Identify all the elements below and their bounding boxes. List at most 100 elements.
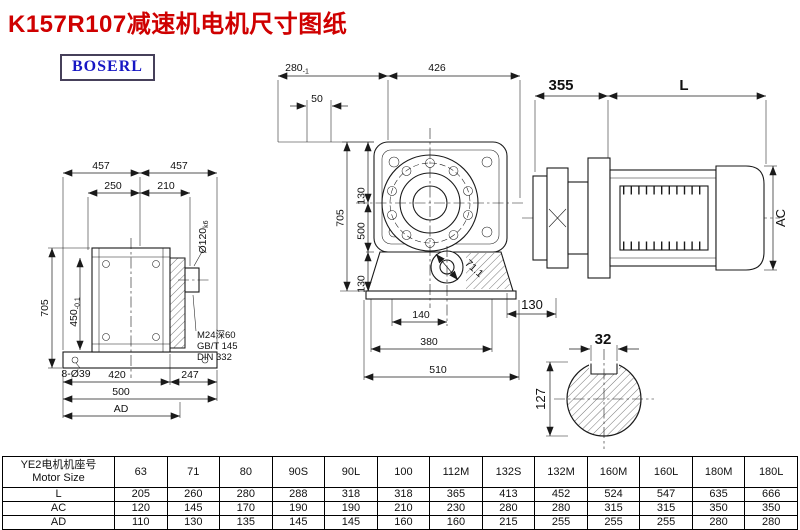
table-cell: 413 — [481, 487, 536, 502]
tap-note-standard: GB/T 145 — [197, 341, 238, 352]
dim-457-right: 457 — [170, 160, 188, 172]
table-cell: 190 — [324, 501, 378, 516]
table-cell: 210 — [376, 501, 431, 516]
dim-key-width: 32 — [595, 331, 612, 348]
dim-130-bottom: 130 — [356, 275, 368, 293]
dim-base-holes: 8-Ø39 — [61, 368, 90, 380]
motor-fin-section — [619, 185, 709, 251]
dim-210: 210 — [157, 180, 175, 192]
table-cell: 135 — [219, 515, 273, 530]
table-cell: 280 — [219, 487, 273, 502]
table-cell: 255 — [534, 515, 588, 530]
dim-426: 426 — [428, 62, 446, 74]
table-cell: 350 — [744, 501, 798, 516]
dim-140: 140 — [412, 309, 430, 321]
technical-drawing: 457 457 250 210 705 450-0.1 Ø120k6 8-Ø39… — [39, 62, 788, 449]
dim-705-side: 705 — [39, 299, 51, 317]
table-cell: 280 — [481, 501, 536, 516]
table-cell: 280 — [744, 515, 798, 530]
table-cell: 215 — [481, 515, 536, 530]
table-cell: 280 — [534, 501, 588, 516]
table-cell: 110 — [114, 515, 168, 530]
motor-view: 355 L AC — [522, 77, 788, 279]
table-cell: 90S — [271, 456, 326, 488]
table-cell: 547 — [639, 487, 693, 502]
table-cell: 160 — [429, 515, 483, 530]
dim-motor-diameter: AC — [773, 209, 788, 227]
base-plate — [62, 351, 218, 369]
adapter-spacer — [567, 181, 589, 255]
base-flange — [365, 290, 517, 300]
output-flange-section — [169, 257, 186, 349]
table-cell: 365 — [429, 487, 483, 502]
dim-500: 500 — [112, 386, 130, 398]
tap-note-din: DIN 332 — [197, 352, 232, 363]
dim-shaft-end-diameter: 127 — [533, 388, 548, 410]
table-cell: 120 — [114, 501, 168, 516]
table-cell: 132S — [481, 456, 536, 488]
dim-500-front: 500 — [356, 222, 368, 240]
table-cell: 255 — [639, 515, 693, 530]
table-cell: 100 — [376, 456, 431, 488]
table-cell: 63 — [114, 456, 168, 488]
table-row: AC 120 145 170 190 190 210 230 280 280 3… — [2, 501, 798, 516]
table-cell: 112M — [429, 456, 483, 488]
dim-380: 380 — [420, 336, 438, 348]
dim-355: 355 — [548, 77, 573, 94]
table-cell: 205 — [114, 487, 168, 502]
table-cell: 255 — [586, 515, 641, 530]
table-row: AD 110 130 135 145 145 160 160 215 255 2… — [2, 515, 798, 530]
row-label-l: L — [2, 487, 115, 502]
table-cell: 524 — [586, 487, 641, 502]
dim-705-front: 705 — [335, 209, 347, 227]
table-cell: 260 — [166, 487, 221, 502]
dim-50: 50 — [311, 93, 323, 105]
side-view: 457 457 250 210 705 450-0.1 Ø120k6 8-Ø39… — [39, 160, 238, 420]
table-cell: 288 — [271, 487, 326, 502]
dim-450: 450-0.1 — [68, 297, 82, 327]
dim-motor-length: L — [679, 77, 688, 94]
table-cell: 635 — [691, 487, 746, 502]
motor-size-header: YE2电机机座号 Motor Size — [2, 456, 115, 488]
table-cell: 80 — [219, 456, 273, 488]
motor-size-header-cn: YE2电机机座号 — [20, 459, 97, 472]
motor-flange — [587, 157, 611, 279]
table-cell: 666 — [744, 487, 798, 502]
table-cell: 145 — [166, 501, 221, 516]
table-cell: 145 — [324, 515, 378, 530]
table-cell: 230 — [429, 501, 483, 516]
table-cell: 452 — [534, 487, 588, 502]
table-cell: 71 — [166, 456, 221, 488]
table-cell: 160M — [586, 456, 641, 488]
motor-size-table: YE2电机机座号 Motor Size 63 71 80 90S 90L 100… — [2, 456, 798, 530]
table-cell: 315 — [586, 501, 641, 516]
table-cell: 190 — [271, 501, 326, 516]
motor-size-header-en: Motor Size — [32, 472, 85, 484]
table-cell: 170 — [219, 501, 273, 516]
brand-logo: BOSERL — [60, 54, 155, 81]
dim-420: 420 — [108, 369, 126, 381]
dim-247: 247 — [181, 369, 199, 381]
table-cell: 315 — [639, 501, 693, 516]
dim-ad: AD — [114, 403, 129, 415]
front-view: 280-1 426 50 705 130 500 130 140 380 510… — [277, 62, 557, 381]
table-cell: 160L — [639, 456, 693, 488]
table-row: L 205 260 280 288 318 318 365 413 452 52… — [2, 487, 798, 502]
table-cell: 130 — [166, 515, 221, 530]
table-cell: 132M — [534, 456, 588, 488]
tap-note-thread: M24深60 — [197, 330, 236, 341]
dim-shaft-diameter: Ø120k6 — [197, 220, 210, 253]
dim-130-side: 130 — [521, 297, 543, 312]
row-label-ad: AD — [2, 515, 115, 530]
dim-457-left: 457 — [92, 160, 110, 172]
table-cell: 318 — [376, 487, 431, 502]
table-cell: 318 — [324, 487, 378, 502]
table-cell: 90L — [324, 456, 378, 488]
table-cell: 180M — [691, 456, 746, 488]
dim-130-top: 130 — [356, 187, 368, 205]
dim-250: 250 — [104, 180, 122, 192]
dim-510: 510 — [429, 364, 447, 376]
table-cell: 180L — [744, 456, 798, 488]
coupling-flange — [532, 175, 548, 261]
table-cell: 160 — [376, 515, 431, 530]
